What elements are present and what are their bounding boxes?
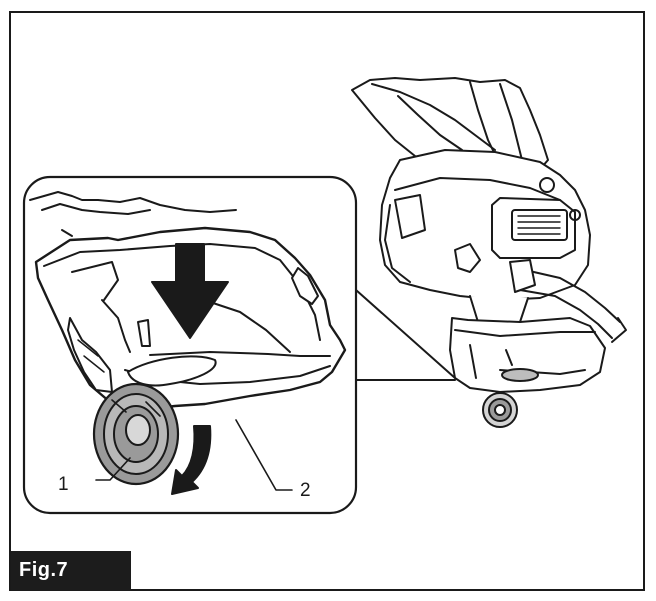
callout-2-leader (235, 419, 293, 491)
zoom-line-top (355, 289, 456, 379)
zoom-detail (22, 175, 358, 515)
callout-1: 1 (58, 474, 69, 495)
figure-label-tab: Fig.7 (11, 551, 131, 591)
figure-label: Fig.7 (19, 559, 69, 581)
tool-drawing (351, 77, 627, 428)
dust-cup-lid (92, 382, 180, 486)
remove-lid-arrow (171, 425, 212, 495)
figure-frame (9, 11, 645, 591)
callout-2: 2 (300, 480, 311, 501)
callout-1-leader (95, 457, 131, 481)
push-down-arrow (151, 243, 229, 339)
